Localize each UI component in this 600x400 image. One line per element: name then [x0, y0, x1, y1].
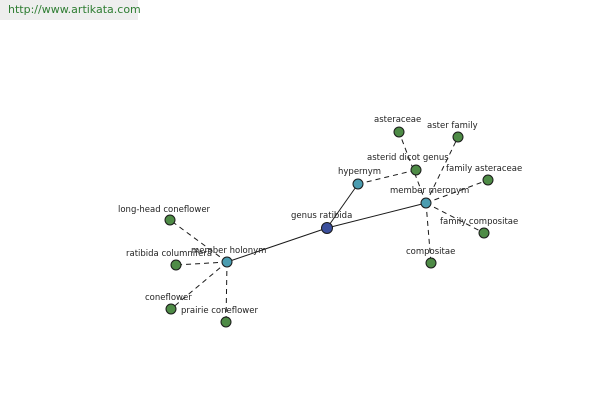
edge-member-meronym-to-family-asteraceae — [425, 179, 489, 204]
node-label-aster-family[interactable]: aster family — [427, 121, 478, 131]
node-marker-member-holonym[interactable] — [221, 256, 233, 268]
node-label-compositae[interactable]: compositae — [406, 247, 455, 257]
edges-layer — [169, 131, 489, 323]
node-marker-compositae[interactable] — [425, 257, 437, 269]
node-compositae[interactable]: compositae — [406, 247, 455, 269]
node-marker-long-head-coneflower[interactable] — [164, 214, 176, 226]
node-genus-ratibida[interactable]: genus ratibida — [291, 211, 352, 234]
node-label-hypernym[interactable]: hypernym — [338, 167, 381, 177]
edge-member-meronym-to-compositae — [425, 202, 432, 264]
node-marker-coneflower[interactable] — [165, 303, 177, 315]
edge-member-holonym-to-coneflower — [170, 261, 228, 310]
node-marker-ratibida-columnifera[interactable] — [170, 259, 182, 271]
node-label-family-compositae[interactable]: family compositae — [440, 217, 518, 227]
node-label-genus-ratibida[interactable]: genus ratibida — [291, 211, 352, 221]
node-ratibida-columnifera[interactable]: ratibida columnifera — [126, 249, 212, 271]
edge-member-holonym-to-ratibida-columnifera — [175, 261, 228, 266]
node-marker-genus-ratibida[interactable] — [321, 222, 333, 234]
site-url-link[interactable]: http://www.artikata.com — [8, 3, 141, 16]
node-marker-aster-family[interactable] — [452, 131, 464, 143]
url-banner: http://www.artikata.com — [0, 0, 141, 20]
node-label-long-head-coneflower[interactable]: long-head coneflower — [118, 205, 211, 215]
node-label-member-holonym[interactable]: member holonym — [191, 246, 266, 256]
node-label-asteraceae[interactable]: asteraceae — [374, 115, 421, 125]
node-label-prairie-coneflower[interactable]: prairie coneflower — [181, 306, 258, 316]
node-label-ratibida-columnifera[interactable]: ratibida columnifera — [126, 249, 212, 259]
edge-genus-ratibida-to-hypernym — [326, 183, 359, 229]
node-prairie-coneflower[interactable]: prairie coneflower — [181, 306, 258, 328]
node-marker-hypernym[interactable] — [352, 178, 364, 190]
node-hypernym[interactable]: hypernym — [338, 167, 381, 190]
node-marker-asterid-dicot-genus[interactable] — [410, 164, 422, 176]
node-label-family-asteraceae[interactable]: family asteraceae — [446, 164, 522, 174]
node-marker-member-meronym[interactable] — [420, 197, 432, 209]
edge-genus-ratibida-to-member-holonym — [226, 227, 328, 263]
node-marker-asteraceae[interactable] — [393, 126, 405, 138]
edge-member-meronym-to-family-compositae — [425, 202, 485, 234]
node-member-meronym[interactable]: member meronym — [390, 186, 469, 209]
node-asterid-dicot-genus[interactable]: asterid dicot genus — [367, 153, 449, 176]
node-family-compositae[interactable]: family compositae — [440, 217, 518, 239]
node-label-asterid-dicot-genus[interactable]: asterid dicot genus — [367, 153, 449, 163]
nodes-layer: genus ratibida hypernym member meronym memb… — [118, 115, 522, 328]
node-coneflower[interactable]: coneflower — [145, 293, 192, 315]
node-aster-family[interactable]: aster family — [427, 121, 478, 143]
edge-genus-ratibida-to-member-meronym — [326, 202, 427, 229]
edge-member-meronym-to-aster-family — [425, 136, 459, 204]
node-label-member-meronym[interactable]: member meronym — [390, 186, 469, 196]
node-marker-family-compositae[interactable] — [478, 227, 490, 239]
node-marker-prairie-coneflower[interactable] — [220, 316, 232, 328]
node-label-coneflower[interactable]: coneflower — [145, 293, 192, 303]
edge-member-holonym-to-prairie-coneflower — [225, 261, 228, 323]
node-family-asteraceae[interactable]: family asteraceae — [446, 164, 522, 186]
node-long-head-coneflower[interactable]: long-head coneflower — [118, 205, 211, 226]
edge-hypernym-to-asterid-dicot-genus — [357, 169, 417, 185]
node-member-holonym[interactable]: member holonym — [191, 246, 266, 268]
node-asteraceae[interactable]: asteraceae — [374, 115, 421, 138]
node-marker-family-asteraceae[interactable] — [482, 174, 494, 186]
edge-member-holonym-to-long-head-coneflower — [169, 219, 228, 263]
